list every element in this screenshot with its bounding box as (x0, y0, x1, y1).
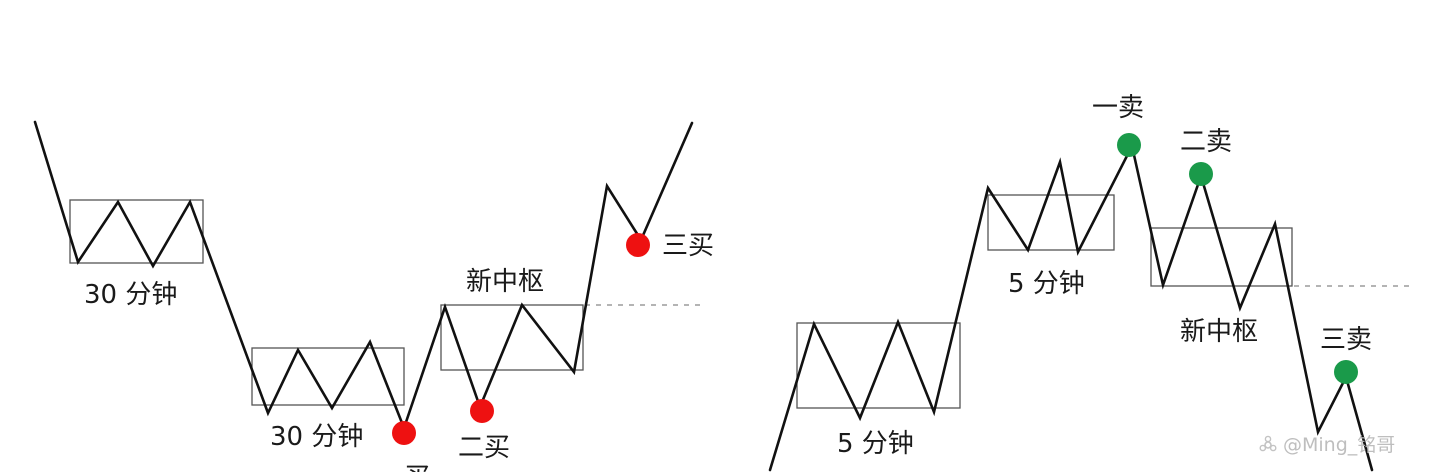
left-buy1-label: 一买 (378, 463, 430, 472)
left-buy3-point (626, 233, 650, 257)
right-zone2-label: 5 分钟 (1008, 269, 1085, 299)
right-sell2-point (1189, 162, 1213, 186)
right-new-center-label: 新中枢 (1180, 317, 1258, 347)
watermark-text: @Ming_铭哥 (1283, 434, 1395, 456)
watermark-logo-icon (1259, 435, 1277, 452)
right-zone1-label: 5 分钟 (837, 429, 914, 459)
right-sell3-label: 三卖 (1320, 325, 1372, 355)
left-new-center-label: 新中枢 (466, 267, 544, 297)
right-zone-box-2 (987, 194, 1115, 251)
right-sell1-point (1117, 133, 1141, 157)
left-zone2-label: 30 分钟 (270, 422, 363, 452)
left-zone1-label: 30 分钟 (84, 280, 177, 310)
right-price-line (768, 142, 1374, 472)
right-zone-box-1 (796, 322, 961, 409)
right-panel: 5 分钟 5 分钟 新中枢 一卖 二卖 三卖 (768, 93, 1412, 472)
left-buy1-point (392, 421, 416, 445)
left-buy2-point (470, 399, 494, 423)
right-new-center-box (1150, 227, 1293, 287)
left-zone-box-1 (69, 199, 204, 264)
left-buy2-label: 二买 (458, 433, 510, 463)
right-sell1-label: 一卖 (1092, 93, 1144, 123)
left-new-center-box (440, 304, 584, 371)
left-price-line (33, 120, 694, 432)
right-sell3-point (1334, 360, 1358, 384)
left-panel: 30 分钟 30 分钟 新中枢 一买 二买 三买 (33, 120, 714, 472)
right-sell2-label: 二卖 (1180, 127, 1232, 157)
left-zone-box-2 (251, 347, 405, 406)
watermark: @Ming_铭哥 (1259, 434, 1395, 456)
left-buy3-label: 三买 (662, 231, 714, 261)
